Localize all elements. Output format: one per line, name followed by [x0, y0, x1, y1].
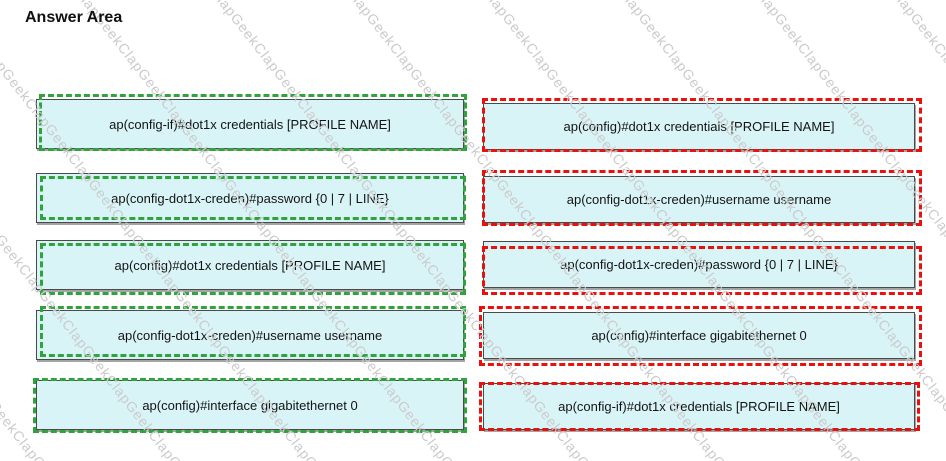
- command-box-left-3[interactable]: ap(config)#dot1x credentials [PROFILE NA…: [36, 240, 466, 295]
- command-box-right-5[interactable]: ap(config-if)#dot1x credentials [PROFILE…: [479, 382, 920, 431]
- page-title: Answer Area: [25, 9, 123, 26]
- command-box-left-1[interactable]: ap(config-if)#dot1x credentials [PROFILE…: [36, 94, 467, 151]
- command-box-left-2[interactable]: ap(config-dot1x-creden)#password {0 | 7 …: [36, 173, 466, 223]
- command-box-right-3[interactable]: ap(config-dot1x-creden)#password {0 | 7 …: [482, 241, 922, 295]
- command-text: ap(config-dot1x-creden)#password {0 | 7 …: [560, 257, 838, 272]
- command-box-right-2[interactable]: ap(config-dot1x-creden)#username usernam…: [482, 170, 922, 226]
- command-text: ap(config)#dot1x credentials [PROFILE NA…: [114, 257, 386, 273]
- command-text: ap(config)#dot1x credentials [PROFILE NA…: [563, 119, 835, 134]
- command-text: ap(config)#interface gigabitethernet 0: [142, 397, 358, 413]
- command-text: ap(config)#interface gigabitethernet 0: [591, 328, 807, 343]
- command-box-left-5[interactable]: ap(config)#interface gigabitethernet 0: [33, 378, 467, 433]
- command-box-left-4[interactable]: ap(config-dot1x-creden)#username usernam…: [36, 306, 466, 360]
- command-text: ap(config-dot1x-creden)#username usernam…: [117, 327, 383, 343]
- command-text: ap(config-dot1x-creden)#password {0 | 7 …: [111, 190, 389, 206]
- command-text: ap(config-if)#dot1x credentials [PROFILE…: [558, 399, 840, 414]
- command-box-right-4[interactable]: ap(config)#interface gigabitethernet 0: [479, 306, 922, 366]
- command-box-right-1[interactable]: ap(config)#dot1x credentials [PROFILE NA…: [482, 98, 922, 152]
- command-text: ap(config-if)#dot1x credentials [PROFILE…: [109, 116, 391, 132]
- command-text: ap(config-dot1x-creden)#username usernam…: [566, 192, 832, 207]
